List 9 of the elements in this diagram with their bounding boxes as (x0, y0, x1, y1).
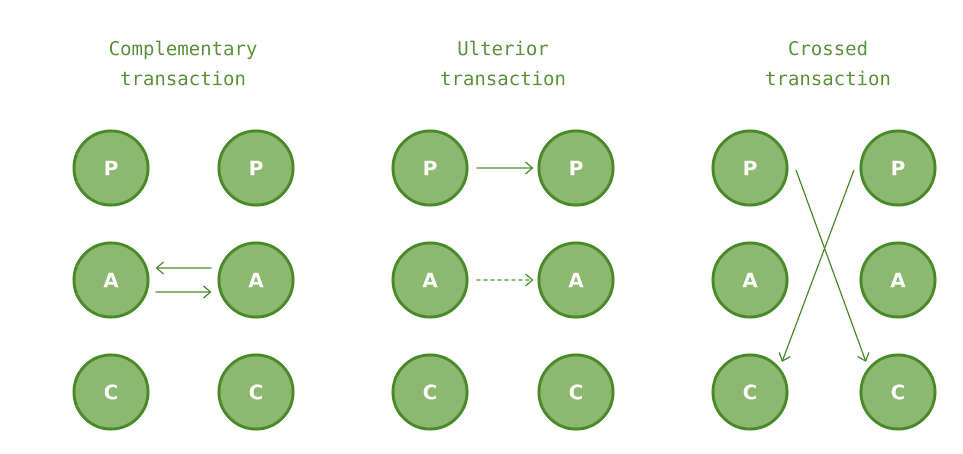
arrow (156, 286, 212, 298)
panel-title: Crossed transaction (766, 40, 890, 86)
panel-title: Ulterior transaction (441, 40, 564, 86)
arrow (778, 170, 855, 362)
arrow (795, 170, 870, 362)
arrow (156, 262, 212, 274)
arrow (476, 162, 534, 174)
panel-title: Complementary transaction (110, 40, 257, 86)
arrow (476, 274, 534, 286)
